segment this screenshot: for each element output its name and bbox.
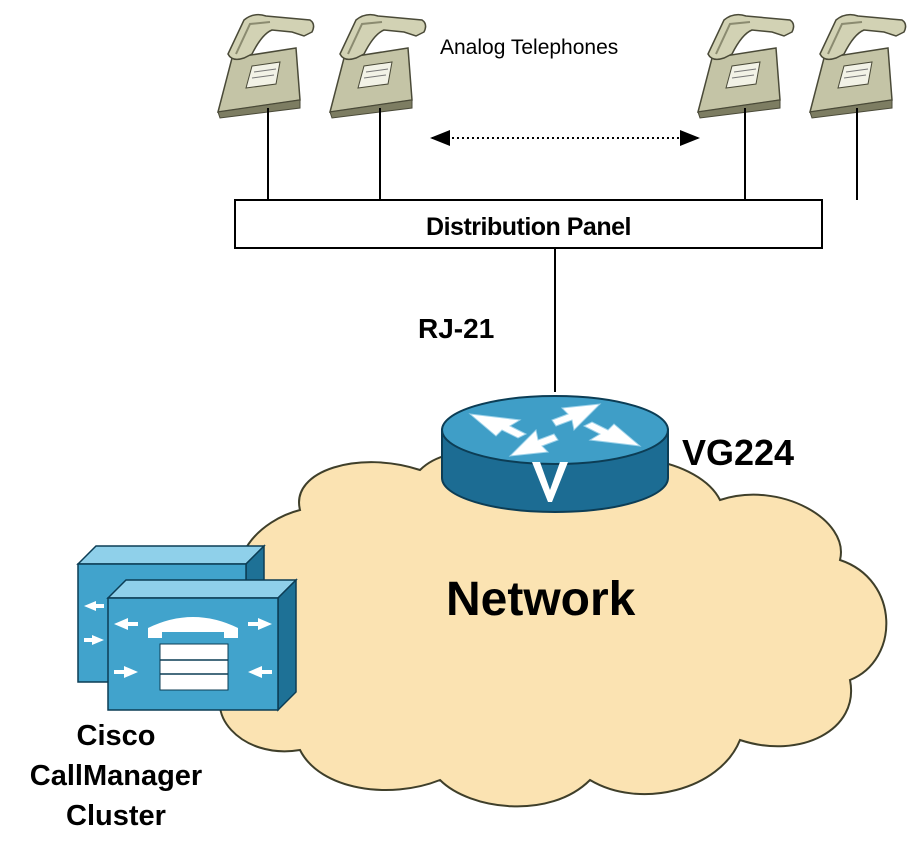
analog-telephones-label: Analog Telephones xyxy=(440,36,619,59)
voice-gateway-router-icon xyxy=(441,395,669,513)
rj21-label: RJ-21 xyxy=(418,313,495,344)
vg224-label: VG224 xyxy=(682,432,795,473)
analog-telephone-icon xyxy=(697,13,795,120)
cluster-label-line: Cisco xyxy=(76,720,156,752)
network-cloud-icon xyxy=(207,450,888,808)
distribution-panel xyxy=(234,199,823,249)
cluster-label-line: CallManager xyxy=(29,760,203,792)
analog-telephone-icon xyxy=(809,13,907,120)
callmanager-server-icon xyxy=(76,544,298,712)
network-label: Network xyxy=(446,573,636,626)
cluster-label-line: Cluster xyxy=(66,800,166,832)
distribution-panel-label: Distribution Panel xyxy=(426,213,631,241)
analog-telephone-icon xyxy=(217,13,315,120)
analog-telephone-icon xyxy=(329,13,427,120)
callmanager-cluster-label: Cisco CallManager Cluster xyxy=(0,716,232,836)
